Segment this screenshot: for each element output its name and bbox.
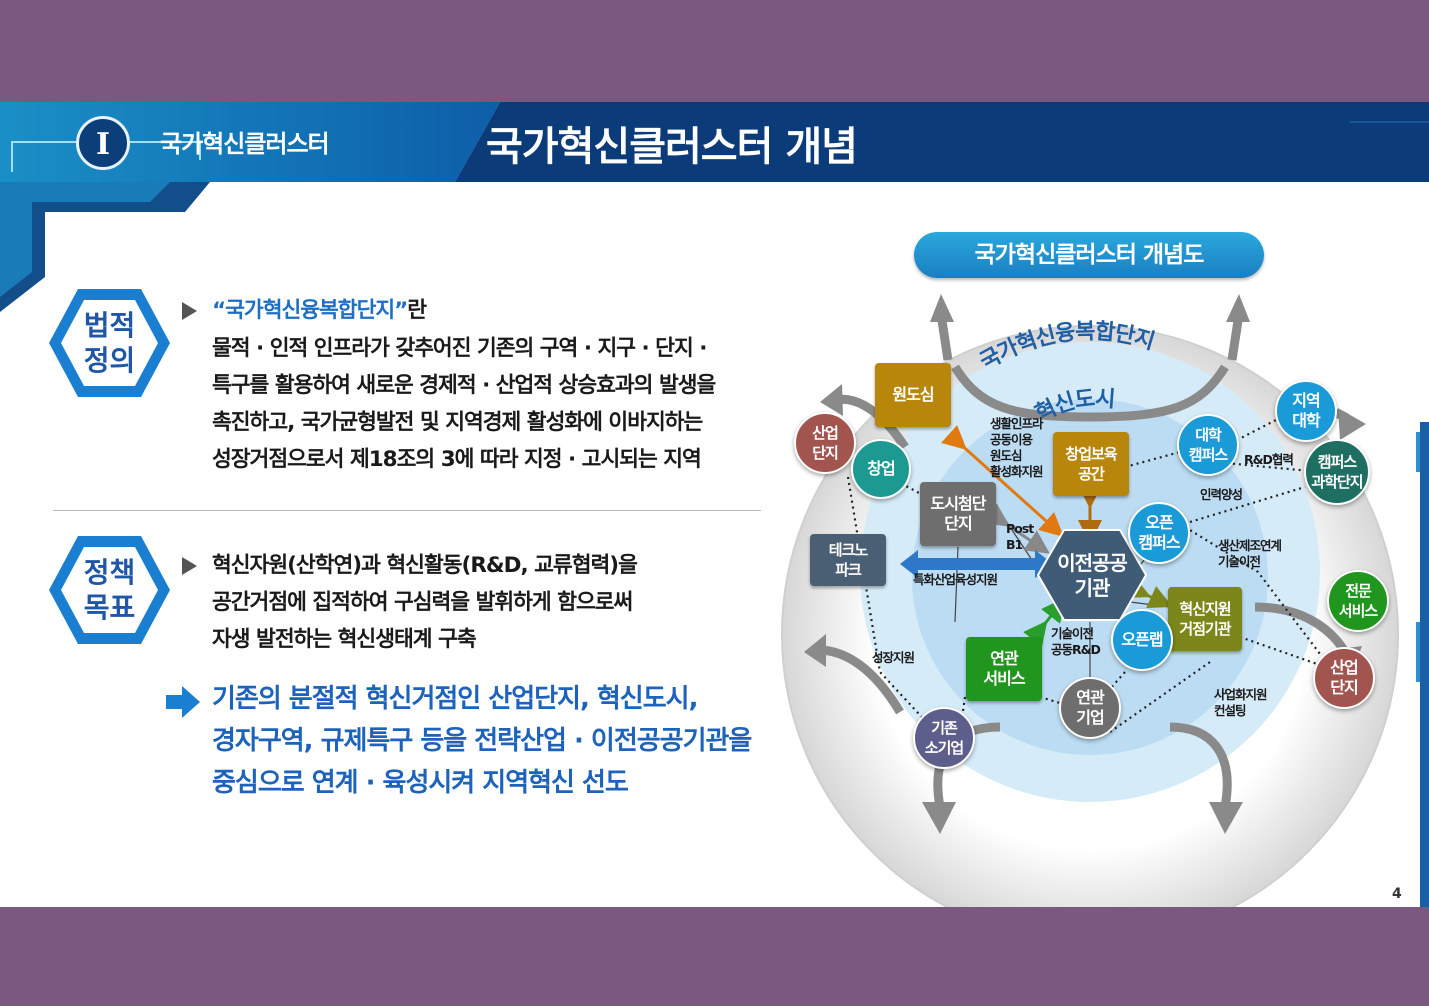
legal-line-2: 특구를 활용하여 새로운 경제적 · 산업적 상승효과의 발생을 <box>212 373 716 398</box>
badge-line-2: 목표 <box>83 591 136 624</box>
legal-definition-badge: 법적 정의 <box>47 287 172 399</box>
node-old-downtown: 원도심 <box>875 363 951 427</box>
diagram-title: 국가혁신클러스터 개념도 <box>914 232 1264 278</box>
label-growth-support: 성장지원 <box>872 650 915 665</box>
label-production-link: 생산제조연계 기술이전 <box>1218 538 1282 569</box>
section-number-badge: I <box>76 116 130 170</box>
conclusion-line-2: 경자구역, 규제특구 등을 전략산업 · 이전공공기관을 <box>212 726 752 756</box>
double-arrow <box>900 550 1053 578</box>
page-title: 국가혁신클러스터 개념 <box>486 124 858 170</box>
top-letterbox <box>0 0 1429 102</box>
section-label: 국가혁신클러스터 <box>160 130 330 158</box>
ring-labels: 국가혁신융복합단지 혁신도시 <box>976 318 1158 427</box>
conclusion-line-1: 기존의 분절적 혁신거점인 산업단지, 혁신도시, <box>212 684 698 714</box>
badge-line-2: 정의 <box>83 344 136 377</box>
label-manpower-training: 인력양성 <box>1200 487 1243 502</box>
arrow-right-icon <box>166 686 200 718</box>
label-commercial-support: 사업화지원 컨설팅 <box>1214 687 1268 718</box>
slide: I 국가혁신클러스터 국가혁신클러스터 개념 법적 정의 “국가혁신융복합단지”… <box>0 102 1429 907</box>
bullet-triangle <box>182 557 197 575</box>
outward-arrowheads <box>804 294 1366 834</box>
policy-line-2: 공간거점에 집적하여 구심력을 발휘하게 함으로써 <box>212 590 633 615</box>
policy-line-3: 자생 발전하는 혁신생태계 구축 <box>212 627 477 652</box>
node-open-lab: 오픈랩 <box>1111 609 1173 671</box>
right-accent-strip <box>1416 422 1429 907</box>
legal-line-1: 물적 · 인적 인프라가 갖추어진 기존의 구역 · 지구 · 단지 · <box>212 336 707 361</box>
conclusion-line-3: 중심으로 연계 · 육성시켜 지역혁신 선도 <box>212 768 629 798</box>
bottom-letterbox <box>0 907 1429 1006</box>
outer-ring-label: 국가혁신융복합단지 <box>976 318 1157 375</box>
legal-line-3: 촉진하고, 국가균형발전 및 지역경제 활성화에 이바지하는 <box>212 410 703 435</box>
legal-term: “국가혁신융복합단지”란 <box>212 292 427 329</box>
header-banner <box>0 102 1429 312</box>
page-number: 4 <box>1392 886 1402 902</box>
legal-term-suffix: 란 <box>407 298 427 323</box>
conclusion-text: 기존의 분절적 혁신거점인 산업단지, 혁신도시, 경자구역, 규제특구 등을 … <box>212 678 752 804</box>
label-tech-transfer: 기술이전 공동R&D <box>1051 626 1101 657</box>
badge-line-1: 법적 <box>83 309 136 342</box>
node-startup: 창업 <box>851 439 911 499</box>
legal-line-4: 성장거점으로서 제18조의 3에 따라 지정 · 고시되는 지역 <box>212 447 702 472</box>
badge-line-1: 정책 <box>83 556 136 589</box>
inner-ring-label: 혁신도시 <box>1031 386 1115 427</box>
label-special-industry: 특화산업육성지원 <box>913 572 998 587</box>
label-post-b1: Post B1 <box>1006 521 1034 552</box>
bullet-triangle <box>182 302 197 320</box>
section-divider <box>53 510 761 511</box>
legal-term-quote: “국가혁신융복합단지” <box>212 298 408 323</box>
label-living-infra: 생활인프라 공동이용 원도심 활성화지원 <box>990 416 1044 479</box>
label-rnd-cooperation: R&D협력 <box>1244 452 1294 467</box>
policy-goal-badge: 정책 목표 <box>47 534 172 646</box>
policy-line-1: 혁신자원(산학연)과 혁신활동(R&D, 교류협력)을 <box>212 553 638 578</box>
